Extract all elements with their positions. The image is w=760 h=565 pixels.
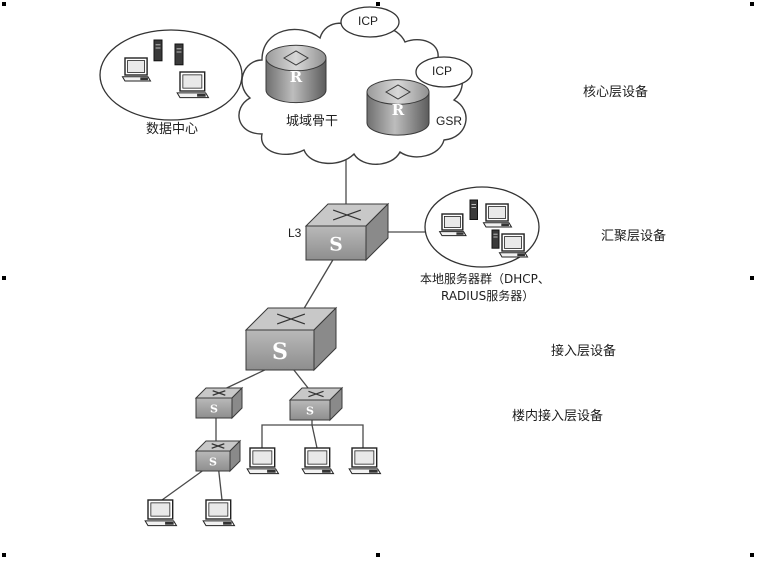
switch-l3: S (304, 202, 390, 262)
corner-mark (376, 553, 380, 557)
switch-glyph: S (210, 402, 218, 415)
switch-access: S (244, 306, 338, 372)
icp-bubble-1 (340, 6, 400, 38)
switch-glyph: S (306, 404, 314, 417)
router-glyph: R (392, 101, 405, 119)
local-servers-label-line2: RADIUS服务器） (441, 289, 535, 303)
computer-icon (498, 233, 529, 258)
data-center-label: 数据中心 (146, 122, 199, 137)
layer-core-label: 核心层设备 (583, 85, 649, 100)
computer-icon (176, 71, 210, 99)
local-servers-label-line1: 本地服务器群（DHCP、 (420, 272, 550, 286)
link-right-pc3 (312, 424, 364, 448)
router-gsr: R (366, 79, 430, 136)
corner-mark (750, 276, 754, 280)
metro-backbone-label: 城域骨干 (286, 114, 339, 129)
switch-floor-right: S (288, 386, 344, 422)
layer-building-access-label: 楼内接入层设备 (512, 409, 604, 424)
l3-label: L3 (288, 226, 302, 240)
switch-glyph: S (329, 233, 343, 255)
gsr-label: GSR (436, 114, 463, 128)
computer-icon (301, 447, 335, 475)
router-backbone: R (265, 44, 327, 104)
corner-mark (2, 553, 6, 557)
switch-glyph: S (272, 339, 288, 365)
server-tower-icon (469, 199, 478, 220)
switch-floor-left: S (194, 386, 244, 420)
corner-mark (376, 2, 380, 6)
icp-bubble-2 (415, 56, 473, 88)
corner-mark (2, 2, 6, 6)
server-tower-icon (153, 39, 163, 62)
icp-label-2: ICP (432, 64, 453, 78)
data-center-ellipse (99, 29, 243, 121)
server-tower-icon (491, 229, 500, 249)
server-tower-icon (174, 43, 184, 66)
corner-mark (750, 2, 754, 6)
corner-mark (2, 276, 6, 280)
computer-icon (482, 203, 513, 228)
computer-icon (246, 447, 280, 475)
computer-icon (202, 499, 236, 527)
router-glyph: R (290, 68, 303, 86)
layer-access-label: 接入层设备 (551, 344, 617, 359)
link-right-pc2 (311, 424, 318, 449)
icp-label-1: ICP (358, 14, 379, 28)
computer-icon (348, 447, 382, 475)
computer-icon (144, 499, 178, 527)
layer-aggregation-label: 汇聚层设备 (601, 229, 667, 244)
corner-mark (750, 553, 754, 557)
computer-icon (438, 213, 467, 237)
switch-glyph: S (209, 455, 217, 468)
switch-building: S (194, 439, 242, 473)
computer-icon (121, 57, 152, 82)
